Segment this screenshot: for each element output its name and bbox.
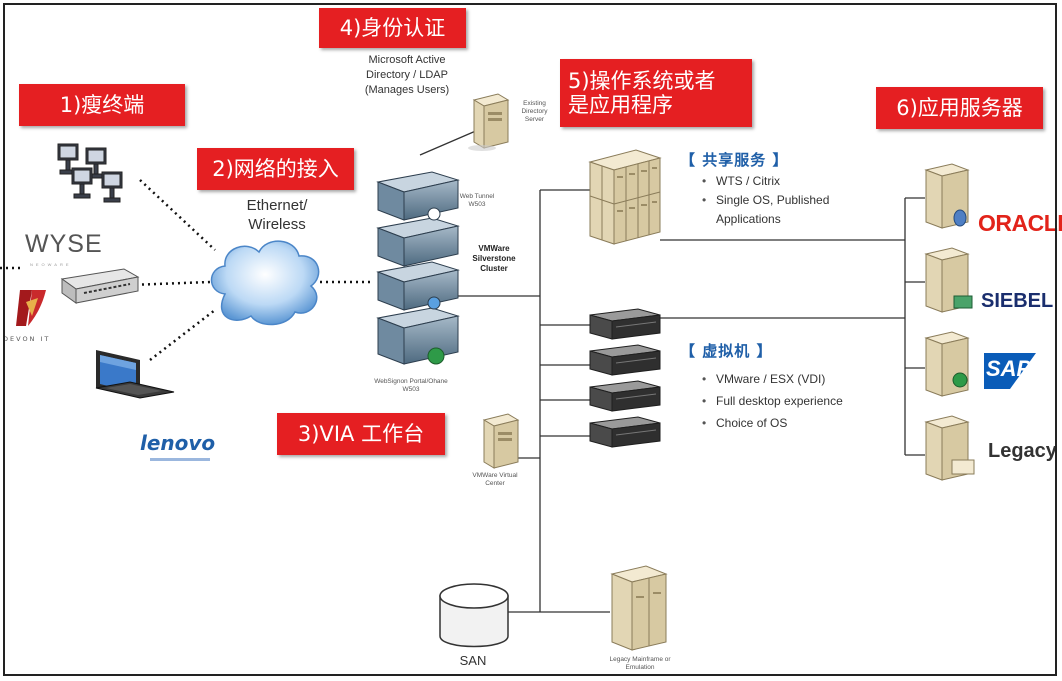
cloud-icon	[210, 240, 320, 326]
virtual-machines-item: Full desktop experience	[700, 392, 900, 411]
vcenter-label: VMWare Virtual Center	[472, 472, 518, 487]
thin-client-device-icon	[60, 268, 140, 304]
virtual-machines-heading: 【 虚拟机 】	[680, 342, 773, 360]
virtual-machines-item: VMware / ESX (VDI)	[700, 370, 900, 389]
diagram-border	[3, 3, 1057, 676]
label-app-servers: 6)应用服务器	[876, 87, 1043, 129]
application-servers-icon	[924, 163, 975, 481]
virtual-machines-list: VMware / ESX (VDI) Full desktop experien…	[700, 370, 900, 433]
devon-it-logo-icon	[16, 290, 46, 326]
label-via-workstation: 3)VIA 工作台	[277, 413, 445, 455]
label-os-or-app: 5)操作系统或者 是应用程序	[560, 59, 752, 127]
link-thinclient-cloud	[139, 179, 216, 251]
link-laptop-cloud	[149, 309, 216, 361]
label-thin-client: 1)瘦终端	[19, 84, 185, 126]
link-printer-cloud	[129, 280, 211, 287]
thin-client-terminals-icon	[57, 143, 123, 203]
legacy-label: Legacy	[988, 440, 1057, 462]
label-identity-auth: 4)身份认证	[319, 8, 466, 48]
web-tunnel-label: Web Tunnel W503	[459, 193, 495, 208]
ad-ldap-text: Microsoft Active Directory / LDAP (Manag…	[364, 54, 450, 96]
lenovo-tagline-bar	[150, 458, 210, 461]
shared-services-item: Single OS, Published Applications	[700, 191, 880, 229]
laptop-icon	[95, 350, 175, 399]
ethernet-wireless-label: Ethernet/ Wireless	[246, 197, 308, 233]
existing-directory-label: Existing Directory Server	[521, 100, 548, 123]
shared-services-list: WTS / Citrix Single OS, Published Applic…	[700, 172, 880, 229]
directory-server-icon	[468, 93, 510, 151]
sap-logo-badge	[984, 353, 1036, 389]
lenovo-logo: lenovo	[140, 431, 216, 455]
legacy-mainframe-icon	[610, 565, 668, 651]
oracle-logo: ORACLE	[978, 210, 1062, 236]
vcenter-server-icon	[482, 413, 520, 469]
san-label: SAN	[459, 653, 487, 668]
sap-logo: SAP	[986, 356, 1032, 381]
devon-it-label: DEVON IT	[3, 335, 51, 343]
shared-services-heading: 【 共享服务 】	[680, 151, 789, 169]
shared-server-farm-icon	[588, 149, 662, 245]
san-storage-icon	[439, 583, 509, 648]
siebel-logo: SIEBEL	[981, 290, 1054, 312]
label-network-access: 2)网络的接入	[197, 148, 354, 190]
virtual-machine-servers-icon	[589, 308, 661, 448]
neoware-logo: NEOWARE	[30, 262, 72, 267]
shared-services-item: WTS / Citrix	[700, 172, 880, 191]
wyse-logo: WYSE	[25, 230, 103, 258]
legacy-mainframe-label: Legacy Mainframe or Emulation	[609, 656, 671, 671]
virtual-machines-item: Choice of OS	[700, 414, 900, 433]
websignon-label: WebSignon Portal/Ohane W503	[374, 378, 448, 393]
vmware-cluster-servers-icon	[376, 171, 460, 365]
cluster-label: VMWare Silverstone Cluster	[472, 244, 516, 273]
link-dir-cluster	[419, 129, 479, 156]
